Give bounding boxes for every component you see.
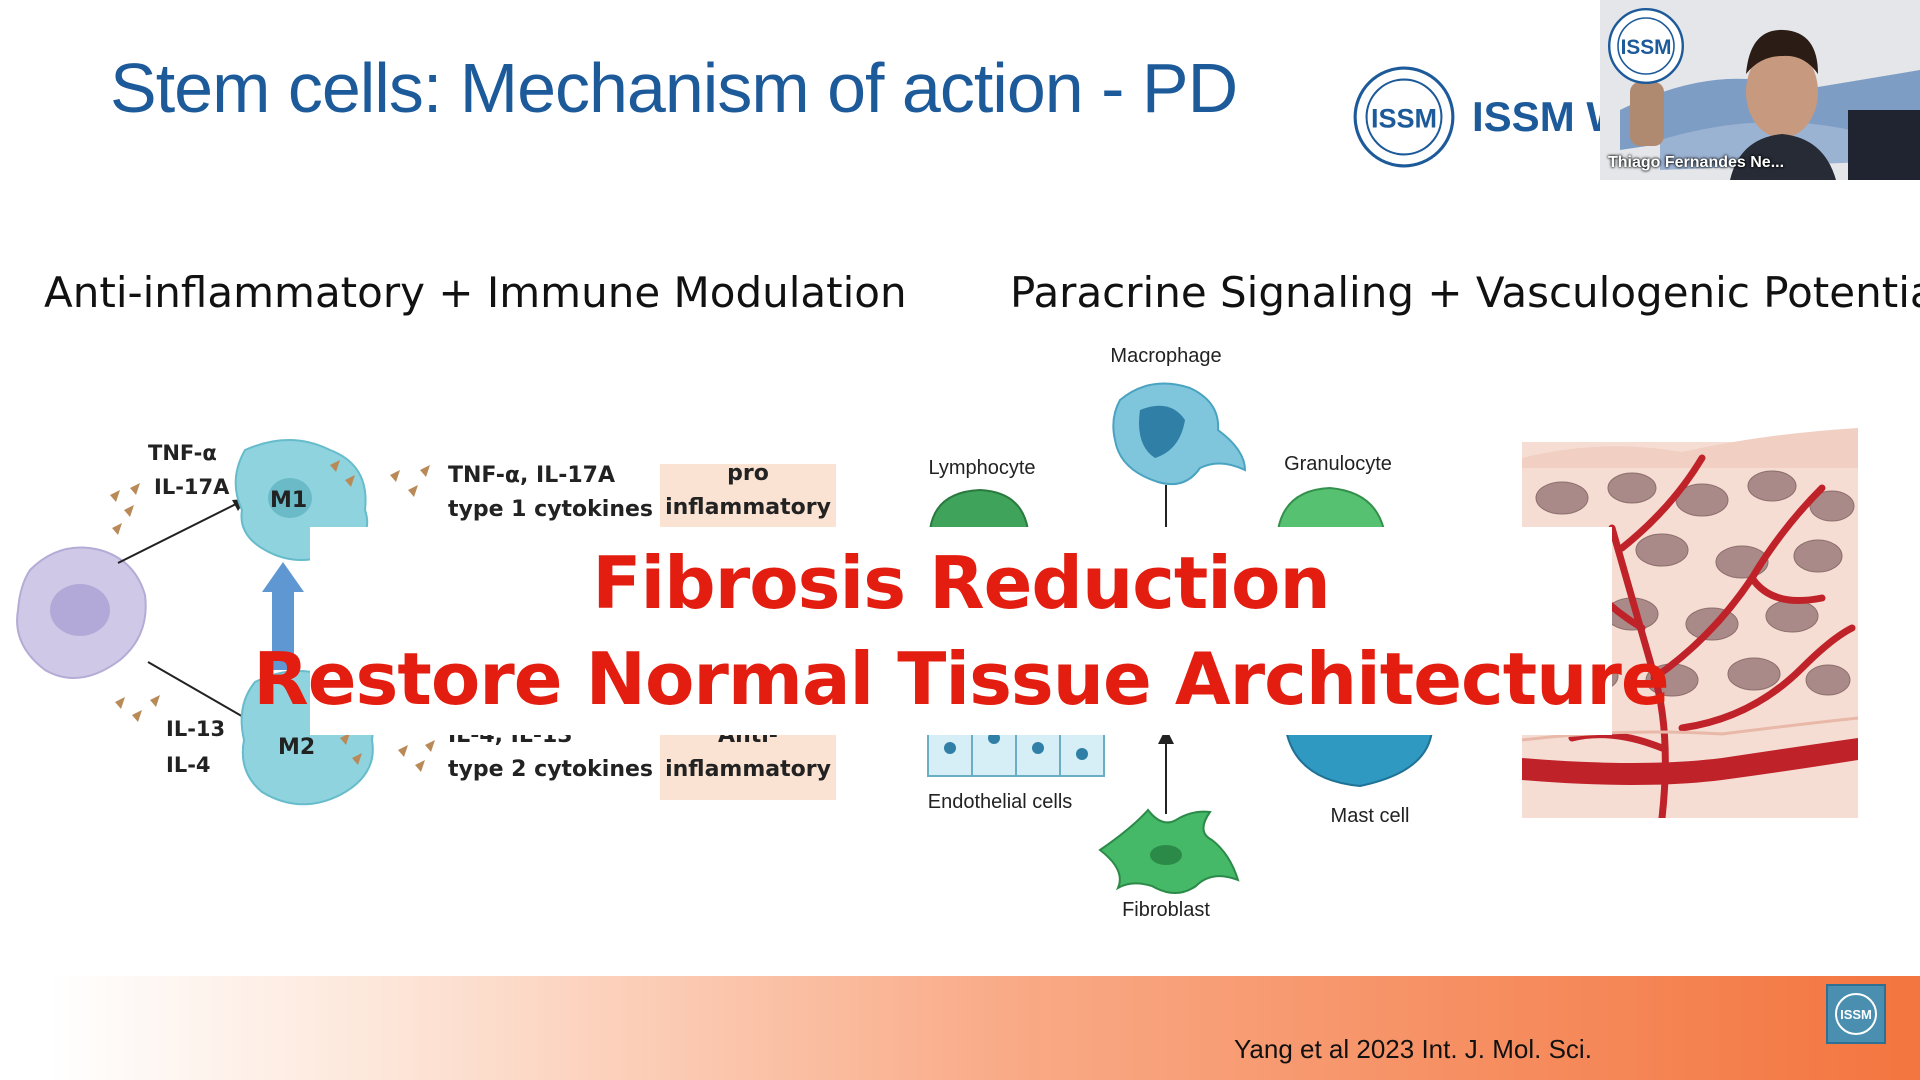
svg-text:M1: M1 [270,488,307,513]
lymphocyte-cell [928,488,1030,531]
anti-inflammatory-box [660,730,836,800]
label-fibroblast: Fibroblast [1122,899,1210,920]
label-macrophage: Macrophage [1110,345,1221,367]
label-granulocyte: Granulocyte [1284,453,1392,475]
label-mast-cell: Mast cell [1331,805,1410,827]
svg-text:inflammatory: inflammatory [665,757,831,782]
subtitle-right: Paracrine Signaling + Vasculogenic Poten… [1010,268,1920,317]
label-endothelial: Endothelial cells [928,791,1073,813]
svg-text:TNF-α, IL-17A: TNF-α, IL-17A [448,463,615,488]
citation: Yang et al 2023 Int. J. Mol. Sci. [1234,1034,1592,1064]
svg-text:inflammatory: inflammatory [665,495,831,520]
highlight-overlay: Fibrosis Reduction Restore Normal Tissue… [253,527,1670,735]
issm-logo: ISSM ISSM W [1352,62,1626,172]
mast-cell [1284,729,1434,788]
svg-text:type 1 cytokines: type 1 cytokines [448,497,653,522]
naive-cell-nucleus [50,584,110,636]
svg-text:IL-13: IL-13 [166,717,225,741]
svg-text:IL-4: IL-4 [166,753,211,777]
svg-text:ISSM: ISSM [1371,103,1437,133]
corner-issm-logo-icon: ISSM [1826,984,1886,1044]
svg-text:pro: pro [727,461,769,486]
subtitle-left: Anti-inflammatory + Immune Modulation [44,268,907,317]
participant-video-tile[interactable]: ISSM Thiago Fernandes Ne... [1600,0,1920,180]
slide-title: Stem cells: Mechanism of action - PD [110,49,1238,127]
svg-text:ISSM: ISSM [1621,36,1672,59]
pro-inflammatory-box [660,464,836,534]
svg-text:IL-17A: IL-17A [154,475,230,499]
footer-band [48,976,1920,1080]
participant-video-feed [1600,0,1920,180]
svg-text:M2: M2 [278,735,315,760]
svg-text:type 2 cytokines: type 2 cytokines [448,757,653,782]
overlay-line-1: Fibrosis Reduction [592,541,1330,625]
svg-text:TNF-α: TNF-α [148,441,217,465]
issm-seal-icon: ISSM [1353,66,1455,168]
macrophage-polarization-diagram: M1 M2 TNF-α IL-17A IL-13 IL-4 TNF-α, IL-… [16,439,836,806]
overlay-line-2: Restore Normal Tissue Architecture [253,637,1669,721]
participant-name: Thiago Fernandes Ne... [1608,154,1785,171]
label-lymphocyte: Lymphocyte [928,457,1035,479]
tile-issm-seal-icon: ISSM [1608,7,1684,84]
paracrine-cells-diagram: Macrophage Lymphocyte Granulocyte Endoth… [927,345,1434,920]
granulocyte-cell [1276,486,1386,531]
svg-text:ISSM: ISSM [1840,1007,1872,1022]
